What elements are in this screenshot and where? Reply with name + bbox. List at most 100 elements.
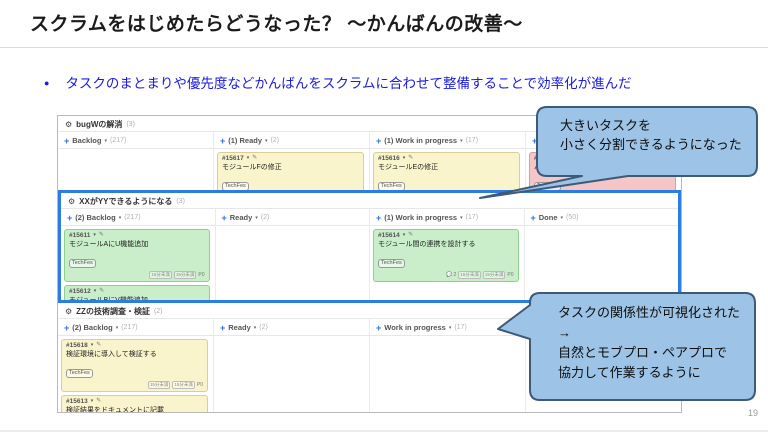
card-id[interactable]: #15618 [66, 342, 88, 349]
edit-icon[interactable]: ✎ [408, 232, 414, 238]
caret-down-icon[interactable]: ▾ [255, 214, 258, 221]
edit-icon[interactable]: ✎ [96, 398, 102, 404]
time-badge: 15分未満 [173, 271, 197, 279]
edit-icon[interactable]: ✎ [99, 288, 105, 294]
column-label: (2) Backlog [72, 323, 113, 332]
column-header[interactable]: +Ready▾(2) [215, 208, 369, 226]
edit-icon[interactable]: ✎ [252, 155, 258, 161]
caret-down-icon[interactable]: ▾ [558, 155, 562, 161]
section-header[interactable]: ⚙ZZの技術調査・検証(2) [58, 303, 681, 318]
add-card-icon[interactable]: + [67, 212, 73, 223]
caret-down-icon[interactable]: ▾ [246, 155, 250, 161]
add-card-icon[interactable]: + [220, 135, 226, 146]
kanban-card-15612[interactable]: #15612▾✎モジュールBにV機能追加TechFes15分未満15分未満P0 [64, 285, 210, 300]
edit-icon[interactable]: ✎ [408, 155, 414, 161]
card-title: 検証環境に導入して検証する [66, 351, 157, 358]
bullet-item: ● タスクのまとまりや優先度などかんばんをスクラムに合わせて整備することで効率化… [44, 75, 632, 92]
card-id-line: #15617▾✎ [222, 155, 359, 162]
card-id[interactable]: #15615 [534, 155, 556, 162]
caret-down-icon[interactable]: ▾ [448, 324, 452, 331]
caret-down-icon[interactable]: ▾ [265, 137, 268, 144]
callout-line: タスクの関係性が可視化された [558, 305, 741, 320]
tag-chip: TechFes [66, 369, 93, 378]
column-count: (2) [259, 323, 268, 331]
add-card-icon[interactable]: + [221, 212, 227, 223]
column-label: Ready [228, 323, 251, 332]
column-label: (1) Work in progress [384, 213, 458, 222]
card-title: モジュール間の連携を設計する [378, 241, 476, 248]
card-id[interactable]: #15611 [69, 232, 91, 239]
caret-down-icon[interactable]: ▾ [93, 232, 96, 238]
callout-line: 協力して作業するように [558, 365, 701, 380]
board-column: +Work in progress▾(17) [369, 318, 525, 412]
caret-down-icon[interactable]: ▾ [402, 155, 406, 161]
section-title: bugWの解消 [76, 120, 123, 129]
caret-down-icon[interactable]: ▾ [402, 232, 406, 238]
caret-down-icon[interactable]: ▾ [560, 214, 564, 221]
board-section-2: ⚙XXがYYできるようになる(3)+(2) Backlog▾(217) #1561… [58, 190, 681, 303]
column-label: (1) Ready [228, 136, 263, 145]
edit-icon[interactable]: ✎ [98, 232, 104, 238]
section-title: ZZの技術調査・検証 [76, 307, 150, 316]
caret-down-icon[interactable]: ▾ [115, 324, 119, 331]
add-card-icon[interactable]: + [376, 135, 382, 146]
callout-split-tasks: 大きいタスクを 小さく分割できるようになった [560, 116, 742, 154]
gear-icon: ⚙ [65, 119, 73, 129]
comment-count: 💬 2 [445, 272, 457, 278]
column-header[interactable]: +Work in progress▾(17) [370, 318, 525, 336]
section-title: XXがYYできるようになる [79, 197, 173, 206]
card-title: バグ原因特定 [534, 164, 576, 171]
column-header[interactable]: +Backlog▾(217) [58, 131, 213, 149]
tag-chip: TechFes [378, 182, 405, 190]
add-card-icon[interactable]: + [376, 212, 382, 223]
column-count: (2) [270, 136, 280, 144]
card-id-line: #15618▾✎ [66, 342, 203, 349]
caret-down-icon[interactable]: ▾ [460, 137, 463, 144]
add-card-icon[interactable]: + [530, 212, 536, 223]
column-label: Backlog [72, 136, 102, 145]
edit-icon[interactable]: ✎ [564, 155, 570, 161]
column-header[interactable]: +Ready▾(2) [214, 318, 369, 336]
caret-down-icon[interactable]: ▾ [90, 342, 94, 348]
caret-down-icon[interactable]: ▾ [104, 137, 107, 144]
card-id[interactable]: #15616 [378, 155, 400, 162]
time-badge: 15分未満 [147, 381, 171, 389]
section-header[interactable]: ⚙XXがYYできるようになる(3) [61, 193, 678, 208]
kanban-card-15613[interactable]: #15613▾✎検証結果をドキュメントに記載TechFes [61, 395, 208, 412]
edit-icon[interactable]: ✎ [96, 342, 102, 348]
caret-down-icon[interactable]: ▾ [253, 324, 257, 331]
kanban-card-15617[interactable]: #15617▾✎モジュールFの修正TechFes15分未満15分未満P0 [217, 152, 364, 190]
bullet-dot-icon: ● [44, 78, 50, 88]
column-header[interactable]: +(1) Work in progress▾(17) [370, 131, 525, 149]
kanban-card-15616[interactable]: #15616▾✎モジュールEの修正TechFes15分未満15分未満P0 [373, 152, 520, 190]
add-card-icon[interactable]: + [64, 322, 70, 333]
caret-down-icon[interactable]: ▾ [93, 288, 97, 294]
column-header[interactable]: +Done▾(50) [524, 208, 678, 226]
caret-down-icon[interactable]: ▾ [460, 214, 463, 221]
gear-icon: ⚙ [65, 306, 73, 316]
column-header[interactable]: +(2) Backlog▾(217) [58, 318, 213, 336]
section-header[interactable]: ⚙bugWの解消(3) [58, 116, 681, 131]
priority-label: P0 [507, 272, 514, 278]
board-column: +Backlog▾(217) [58, 131, 213, 190]
caret-down-icon[interactable]: ▾ [90, 398, 94, 404]
add-card-icon[interactable]: + [220, 322, 226, 333]
add-card-icon[interactable]: + [376, 322, 382, 333]
column-header[interactable]: +(1) Ready▾(2) [214, 131, 369, 149]
add-card-icon[interactable]: + [64, 135, 70, 146]
column-header[interactable]: +(1) Work in progress▾(17) [370, 208, 524, 226]
card-id[interactable]: #15613 [66, 398, 88, 405]
card-id[interactable]: #15617 [222, 155, 244, 162]
column-count: (17) [465, 136, 479, 144]
caret-down-icon[interactable]: ▾ [118, 214, 122, 221]
card-id[interactable]: #15612 [69, 288, 91, 295]
add-card-icon[interactable]: + [532, 135, 538, 146]
kanban-card-15615[interactable]: #15615▾✎バグ原因特定TechFes15分未満15分未満P0 [529, 152, 676, 190]
column-label: Done [538, 213, 558, 222]
card-id[interactable]: #15614 [378, 232, 400, 239]
column-header[interactable]: +(2) Backlog▾(217) [61, 208, 215, 226]
